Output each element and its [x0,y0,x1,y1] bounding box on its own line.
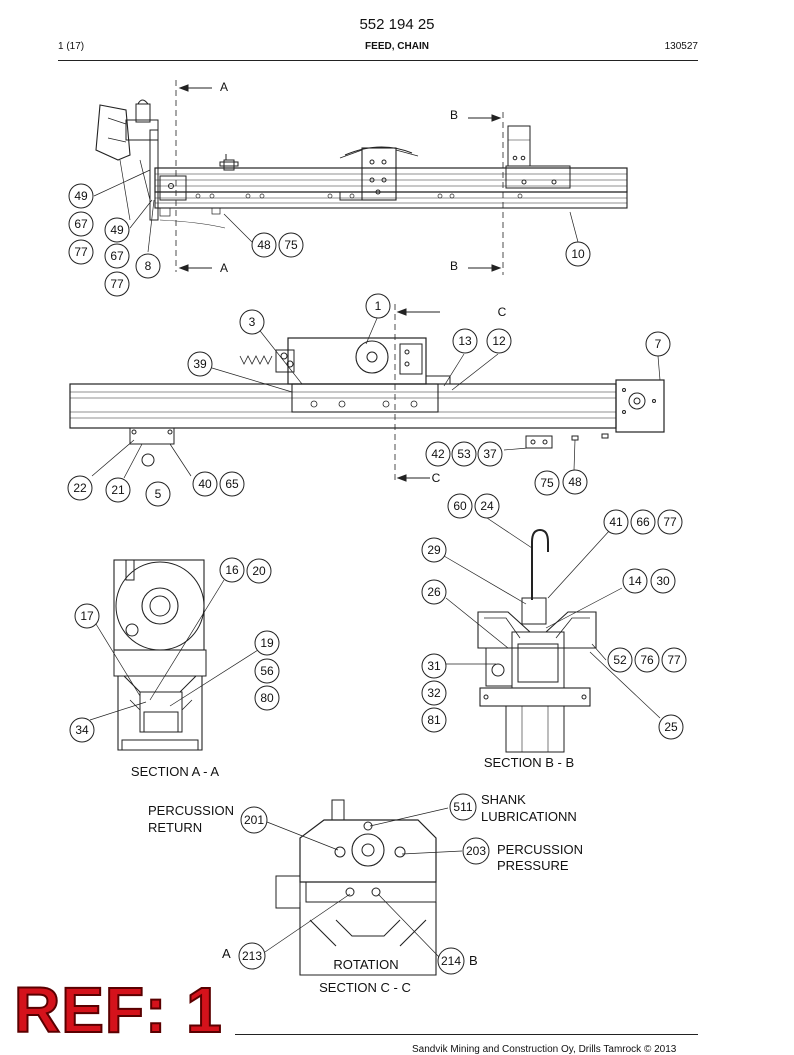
drawing-text: A A B B C C 49 67 77 49 67 77 8 48 75 10… [73,80,681,995]
callout: 77 [667,653,681,667]
callout: 56 [260,664,274,678]
callout: 81 [427,713,441,727]
callout: 42 [431,447,445,461]
callout: 214 [441,954,461,968]
callout: 77 [110,277,124,291]
callout: 19 [260,636,274,650]
section-bb-label: SECTION B - B [484,755,574,770]
port-labels: PERCUSSION RETURN SHANK LUBRICATIONN PER… [148,792,583,968]
callout: 25 [664,720,678,734]
callout: 40 [198,477,212,491]
feed-side-view [69,304,665,484]
callout: 201 [244,813,264,827]
section-bb-view [443,517,661,753]
callout: 213 [242,949,262,963]
callout: 30 [656,574,670,588]
document-date: 130527 [664,41,698,52]
callout: 511 [453,800,472,814]
callout: 77 [663,515,677,529]
callout: 13 [458,334,472,348]
callout: 75 [284,238,298,252]
sheet-number: 1 (17) [58,41,85,52]
section-aa-label: SECTION A - A [131,764,219,779]
percussion-pressure-label-line1: PERCUSSION [497,842,583,857]
percussion-pressure-label-line2: PRESSURE [497,858,569,873]
section-aa-view [89,559,259,751]
callout: 34 [75,723,89,737]
section-mark-a-top: A [220,80,228,94]
callout: 66 [636,515,650,529]
shank-lubrication-label-line2: LUBRICATIONN [481,809,577,824]
section-mark-a-bottom: A [220,261,228,275]
percussion-return-label-line2: RETURN [148,820,202,835]
callout: 22 [73,481,87,495]
callout: 21 [111,483,125,497]
callout: 16 [225,563,239,577]
callout: 60 [453,499,467,513]
callout: 49 [74,189,88,203]
document-number: 552 194 25 [359,16,435,33]
callout-bubbles [67,183,687,975]
feed-top-view [93,80,628,275]
section-cc-view [264,799,463,976]
callout: 7 [655,337,662,351]
callout: 39 [193,357,207,371]
callout: 80 [260,691,274,705]
callout: 12 [492,334,506,348]
callout: 3 [249,315,256,329]
callout: 31 [427,659,441,673]
port-b-label: B [469,953,478,968]
section-mark-c-top: C [498,305,507,319]
callout: 65 [225,477,239,491]
callout: 17 [80,609,94,623]
callout: 32 [427,686,441,700]
document-title: FEED, CHAIN [365,41,429,52]
section-cc-label: SECTION C - C [319,980,411,995]
callout: 67 [74,217,88,231]
callout: 76 [640,653,654,667]
callout: 24 [480,499,494,513]
port-a-label: A [222,946,231,961]
callout: 48 [568,475,582,489]
header-rule [58,60,698,61]
callout: 52 [613,653,627,667]
section-mark-c-bottom: C [432,471,441,485]
callout: 5 [155,487,162,501]
callout: 41 [609,515,623,529]
callout: 26 [427,585,441,599]
shank-lubrication-label-line1: SHANK [481,792,526,807]
ref-stamp: REF: 1 [13,974,223,1046]
callout: 53 [457,447,471,461]
callout: 10 [571,247,585,261]
callout: 67 [110,249,124,263]
percussion-return-label-line1: PERCUSSION [148,803,234,818]
callout: 75 [540,476,554,490]
footer-copyright: Sandvik Mining and Construction Oy, Dril… [412,1044,677,1055]
callout: 77 [74,245,88,259]
callout: 20 [252,564,266,578]
rotation-label: ROTATION [333,957,398,972]
callout: 14 [628,574,642,588]
footer-rule [235,1034,698,1035]
callout: 37 [483,447,497,461]
callout: 1 [375,299,382,313]
callout: 49 [110,223,124,237]
callout: 203 [466,844,486,858]
section-mark-b-bottom: B [450,259,458,273]
section-mark-b-top: B [450,108,458,122]
callout: 29 [427,543,441,557]
callout: 48 [257,238,271,252]
callout: 8 [145,259,152,273]
